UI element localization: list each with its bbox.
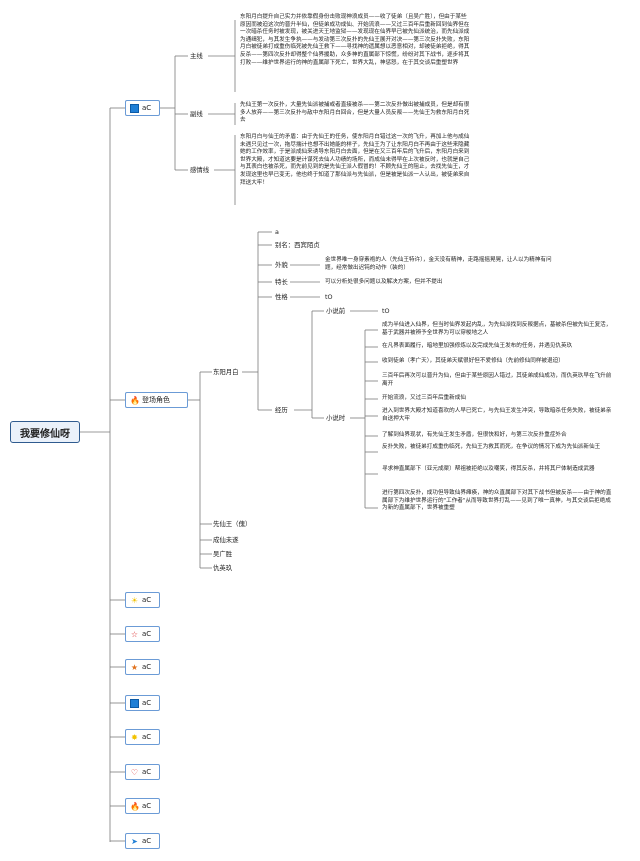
char-other-2[interactable]: 成仙未遂 [213, 536, 239, 544]
event-item: 进行第四次反扑，成功但导致仙界瘫痪，神的众直属部下对其下战书但被反杀——由于神的… [382, 490, 612, 512]
branch-b8[interactable]: ♡ aC [125, 764, 160, 780]
dongyang-personality-label[interactable]: 性格 [275, 293, 288, 301]
event-item: 寻求神直属部下（亚元成渠）帮祖被拒绝以及嘲笑，得其反杀，并将其尸体制造成武器 [382, 466, 595, 472]
dongyang-alias[interactable]: 别名：西宾陌贞 [275, 241, 320, 249]
char-dongyang[interactable]: 东阳月白 [213, 368, 239, 376]
branch-plot[interactable]: aC [125, 100, 160, 116]
event-item: 成为半仙进入仙界，但当时仙界发起内乱，为先仙派找到反叛据点，基被杀但被先仙王复活… [382, 322, 612, 336]
orange-star-icon: ★ [130, 662, 139, 672]
paper-plane-icon: ➤ [131, 836, 138, 846]
root-label: 我要修仙呀 [20, 428, 70, 440]
event-item: 在凡界表面履行，暗地里加强修炼以及完成先仙王发布的任务，并遇见仇英玖 [382, 343, 573, 349]
branch-label: aC [142, 699, 152, 707]
branch-characters[interactable]: 🔥 登场角色 [125, 392, 188, 408]
dongyang-experience-label[interactable]: 经历 [275, 406, 288, 414]
branch-label: aC [142, 768, 152, 776]
event-item: 进入到世界大殿才知道喜欢的人早已死亡，与先仙王发生冲突，导致暗杀任务失败，被徒弟… [382, 408, 612, 422]
plot-emotion-label[interactable]: 感情线 [190, 166, 210, 174]
char-other-4[interactable]: 仇英玖 [213, 564, 233, 572]
plot-sub-label[interactable]: 副线 [190, 110, 203, 118]
branch-b4[interactable]: ☆ aC [125, 626, 160, 642]
branch-label: aC [142, 596, 152, 604]
heart-icon: ♡ [130, 767, 139, 777]
branch-label: aC [142, 837, 152, 845]
outline-star-icon: ☆ [130, 629, 139, 639]
plot-sub-text: 先仙王第一次反扑，大量先仙派被捕或者直接被杀——第二次反扑做出被捕成员，但是却有… [240, 102, 470, 124]
dongyang-specialty: 可以分析处很多问题以及解决方案，但并不提出 [325, 279, 443, 285]
dongyang-appearance: 金世界唯一身穿素袍的人（先仙王特许），金天没有精神，走路摇摇晃晃，让人以为精神有… [325, 257, 552, 271]
branch-label: aC [142, 630, 152, 638]
branch-label: 登场角色 [142, 396, 170, 404]
before-novel-label[interactable]: 小说前 [326, 307, 346, 315]
dongyang-a[interactable]: a [275, 228, 279, 236]
during-novel-label[interactable]: 小说时 [326, 414, 346, 422]
branch-b10[interactable]: ➤ aC [125, 833, 160, 849]
branch-label: aC [142, 733, 152, 741]
branch-b3[interactable]: ☀ aC [125, 592, 160, 608]
branch-b5[interactable]: ★ aC [125, 659, 160, 675]
branch-b7[interactable]: ✸ aC [125, 729, 160, 745]
fire-icon: 🔥 [130, 801, 140, 811]
event-item: 收到徒弟（孝广天），其徒弟天赋很好但不爱修仙（先前修仙同样被退迫） [382, 358, 564, 364]
event-item: 反扑失败，被徒弟打成重伤临死，先仙王为救其而死，在争议的情况下成为先仙派新仙王 [382, 444, 601, 450]
branch-label: aC [142, 663, 152, 671]
char-other-1[interactable]: 先仙王（傀） [213, 520, 252, 528]
blue-square-icon [130, 103, 139, 113]
branch-b9[interactable]: 🔥 aC [125, 798, 160, 814]
flame-icon: 🔥 [130, 395, 140, 405]
plot-main-text: 东阳月白提升自己实力并依靠假身份击败现神浪成员——收了徒弟（且吴广胜），但由于某… [240, 14, 470, 66]
branch-label: aC [142, 104, 152, 112]
dongyang-appearance-label[interactable]: 外貌 [275, 261, 288, 269]
event-item: 三百年后再次可以晋升为仙，但由于某些原因人错过，其徒弟成仙成功，而仇英玖早在飞升… [382, 373, 612, 387]
plot-main-label[interactable]: 主线 [190, 52, 203, 60]
blue-square-icon [130, 698, 139, 708]
branch-b6[interactable]: aC [125, 695, 160, 711]
dongyang-personality: tO [325, 293, 333, 301]
dongyang-specialty-label[interactable]: 特长 [275, 278, 288, 286]
char-other-3[interactable]: 吴广胜 [213, 550, 233, 558]
root-node[interactable]: 我要修仙呀 [10, 421, 80, 443]
yellow-star-icon: ✸ [131, 732, 138, 742]
before-novel-value: tO [382, 307, 390, 315]
plot-emotion-text: 东阳月白与仙王的矛盾：由于先仙王的任务，使东阳月白错过这一次的飞升，再加上他与成… [240, 134, 470, 186]
event-item: 了解到仙界现状，有先仙王发生矛盾，但很快和好，与第三次反扑重症外合 [382, 432, 567, 438]
event-item: 开始流浪，又过三百年后重新成仙 [382, 395, 466, 401]
yellow-sun-icon: ☀ [130, 595, 139, 605]
branch-label: aC [142, 802, 152, 810]
